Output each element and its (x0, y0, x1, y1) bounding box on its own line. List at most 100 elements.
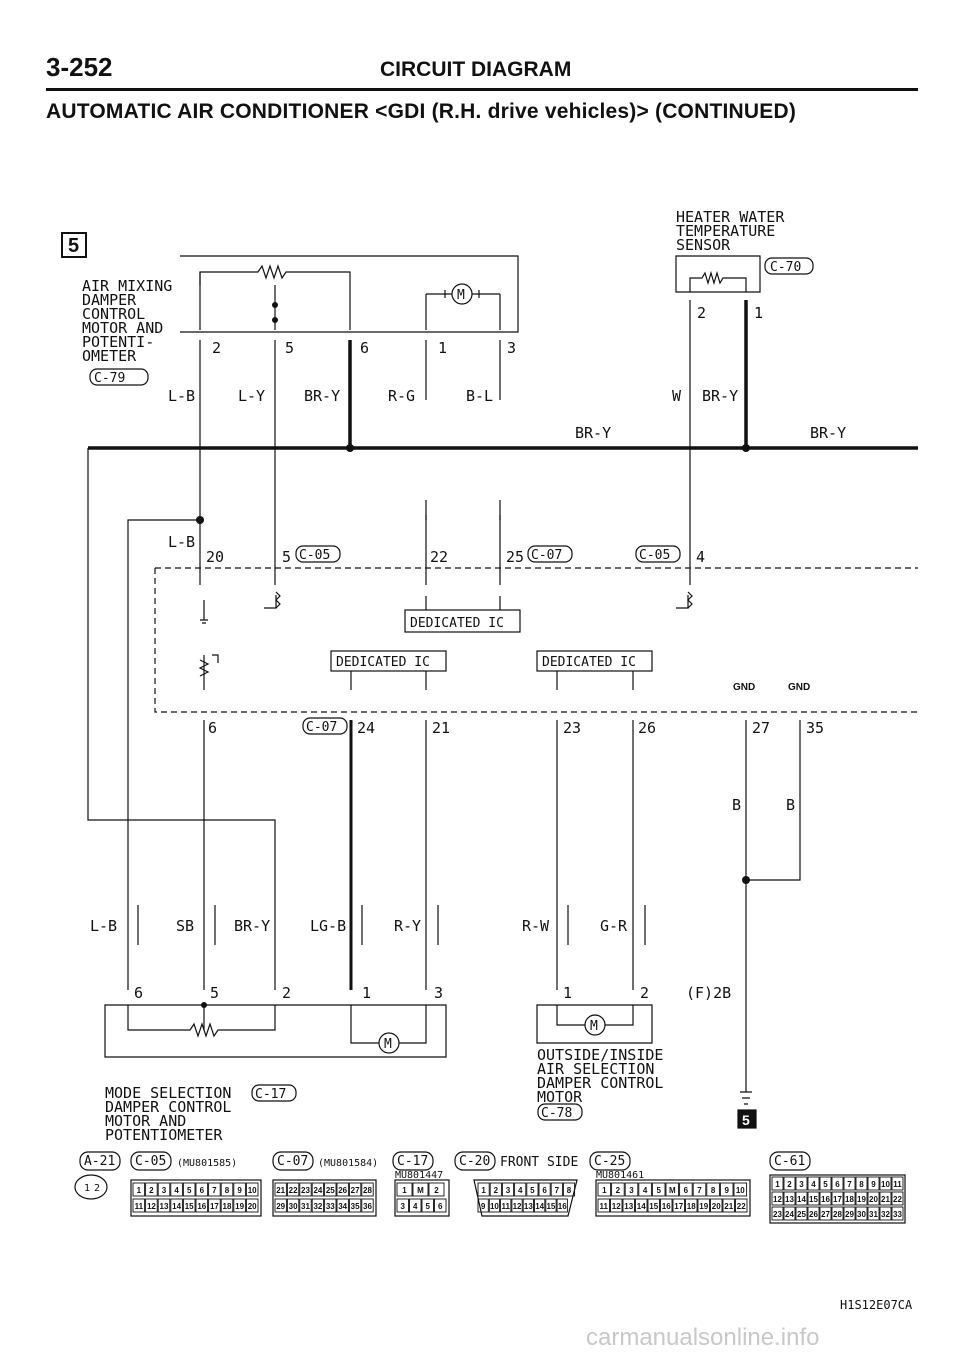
connector-pin-label: 31 (869, 1210, 878, 1219)
connector-pin-label: 11 (502, 1202, 511, 1211)
connector-c07-face (272, 1179, 377, 1217)
oi-pin-1: 1 (563, 984, 572, 1002)
connector-pin-label: 10 (248, 1186, 257, 1195)
connector-pin-cell (157, 1198, 171, 1213)
oi-label-2: AIR SELECTION (537, 1060, 654, 1078)
connector-pin-label: 18 (845, 1195, 854, 1204)
air-mixing-label-2: DAMPER (82, 291, 137, 309)
connector-pin-label: 2 (149, 1186, 154, 1195)
air-mixing-label-4: MOTOR AND (82, 319, 163, 337)
connector-pin-label: 2 (787, 1180, 792, 1189)
connector-pin-label: 26 (338, 1186, 347, 1195)
connector-pin-cell (514, 1182, 527, 1197)
connector-a21-face (74, 1174, 108, 1200)
connector-pin-cell (233, 1182, 246, 1197)
bus-label-2: BR-Y (810, 424, 846, 442)
marker-bottom-label: 5 (742, 1112, 750, 1128)
connector-pin-label: 15 (649, 1202, 658, 1211)
connector-pin-cell (526, 1182, 539, 1197)
connector-pin-label: 24 (785, 1210, 794, 1219)
connector-pin-cell (170, 1182, 183, 1197)
connector-pin-label: 1 (402, 1186, 407, 1195)
connector-pin-cell (635, 1198, 648, 1213)
connector-pin-label: 2 (494, 1186, 499, 1195)
connector-pin-cell (879, 1176, 892, 1191)
oi-label-4: MOTOR (537, 1088, 583, 1106)
connector-pin-label: 12 (513, 1202, 522, 1211)
connector-pin-cell (145, 1198, 158, 1213)
connector-pin-label: 6 (835, 1180, 840, 1189)
connector-pin-label: 1 (602, 1186, 607, 1195)
connector-pin-label: 16 (197, 1202, 206, 1211)
connector-pin-cell (783, 1176, 796, 1191)
mode-selection-box (104, 1004, 447, 1058)
connector-pin-label: 5 (426, 1202, 431, 1211)
connector-pin-label: 4 (174, 1186, 179, 1195)
connector-pin-label: 9 (871, 1180, 876, 1189)
connector-pin-cell (522, 1198, 534, 1213)
part-c05: (MU801585) (177, 1158, 237, 1169)
connector-pin-cell (685, 1198, 698, 1213)
connector-pin-label: 18 (687, 1202, 696, 1211)
connector-pin-cell (597, 1198, 610, 1213)
connector-pin-cell (182, 1198, 196, 1213)
page-title: AUTOMATIC AIR CONDITIONER <GDI (R.H. dri… (46, 100, 797, 123)
connector-pin-label: 22 (893, 1195, 902, 1204)
connector-pin-label: 4 (413, 1202, 418, 1211)
connector-pin-cell (795, 1206, 808, 1221)
connector-c17-face (394, 1179, 450, 1217)
connector-pin-cell (610, 1198, 623, 1213)
ms-pin-5: 3 (434, 984, 443, 1002)
connector-pin-cell (132, 1198, 146, 1213)
dedicated-ic-box-1 (404, 609, 521, 633)
connector-pin-cell (771, 1191, 784, 1206)
heater-label-3: SENSOR (676, 236, 731, 254)
connector-pin-label: M (417, 1186, 424, 1195)
motor-letter-2: M (384, 1037, 392, 1052)
connector-pin-cell (182, 1182, 196, 1197)
ms-wire-1: L-B (90, 917, 117, 935)
connector-pin-cell (831, 1176, 844, 1191)
connector-pin-cell (867, 1176, 880, 1191)
connector-pin-label: 3 (401, 1202, 406, 1211)
connector-pin-cell (348, 1182, 362, 1197)
connector-pin-label: 21 (881, 1195, 890, 1204)
connector-pin-label: 2 (434, 1186, 439, 1195)
connector-pin-label: 32 (881, 1210, 890, 1219)
connector-pin-cell (195, 1198, 209, 1213)
connector-pin-cell (311, 1198, 325, 1213)
connector-pin-cell (651, 1182, 666, 1197)
ms-wire-3: BR-Y (234, 917, 270, 935)
ecu-bot-pin-7: 35 (806, 719, 824, 737)
connector-pin-label: 3 (799, 1180, 804, 1189)
heater-label-2: TEMPERATURE (676, 222, 775, 240)
connector-pin-label: 11 (893, 1180, 902, 1189)
connector-pin-cell (538, 1182, 551, 1197)
connector-pin-cell (428, 1182, 445, 1197)
connector-pin-label: 17 (833, 1195, 842, 1204)
conn-tag-a21: A-21 (84, 1154, 115, 1169)
part-c07: (MU801584) (318, 1158, 378, 1169)
connector-pin-cell (795, 1191, 808, 1206)
connector-pin-label: 10 (490, 1202, 499, 1211)
heater-connector: C-70 (770, 260, 801, 275)
conn-tag-c25: C-25 (594, 1154, 625, 1169)
ecu-top-pin-3: 22 (430, 548, 448, 566)
connector-pin-cell (807, 1176, 820, 1191)
connector-pin-label: 33 (326, 1202, 335, 1211)
connector-pin-cell (195, 1182, 209, 1197)
connector-pin-label: 20 (869, 1195, 878, 1204)
connector-pin-label: 19 (235, 1202, 244, 1211)
connector-pin-label: 14 (535, 1202, 544, 1211)
connector-pin-cell (145, 1182, 158, 1197)
section-title: CIRCUIT DIAGRAM (380, 58, 572, 81)
connector-pin-label: 20 (712, 1202, 721, 1211)
am-pin-4: 1 (438, 339, 447, 357)
connector-pin-cell (208, 1182, 221, 1197)
connector-pin-label: 21 (724, 1202, 733, 1211)
am-wire-5: B-L (466, 387, 493, 405)
ecu-bot-conn: C-07 (306, 720, 337, 735)
connector-pin-cell (412, 1182, 429, 1197)
connector-pin-cell (807, 1206, 820, 1221)
connector-pin-label: 8 (711, 1186, 716, 1195)
